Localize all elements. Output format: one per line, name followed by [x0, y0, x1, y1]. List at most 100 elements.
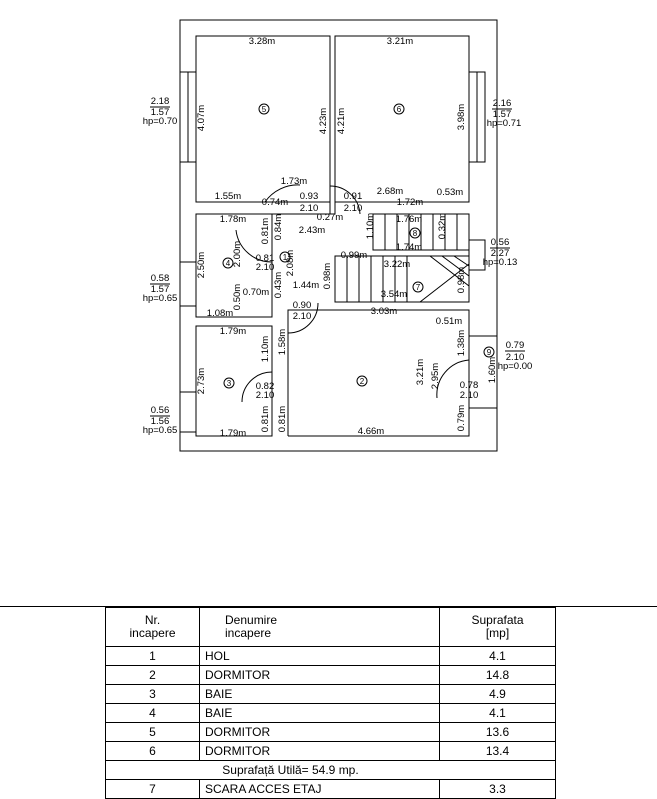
- svg-text:hp=0.70: hp=0.70: [143, 116, 178, 127]
- cell-area: 13.4: [439, 741, 556, 761]
- dim: 0.70m: [243, 287, 269, 298]
- dim: 2.50m: [196, 252, 207, 278]
- svg-text:0.56: 0.56: [491, 237, 510, 248]
- room-6-outline: [334, 35, 470, 203]
- dim: 2.10: [256, 390, 275, 401]
- dim: 0.81: [256, 253, 275, 264]
- cell-nr: 1: [105, 646, 200, 666]
- room-number-5: 5: [262, 105, 267, 114]
- dim: 1.78m: [220, 214, 246, 225]
- room-number-8: 8: [413, 229, 418, 238]
- room-number-4: 4: [226, 259, 231, 268]
- dim: 0.27m: [317, 212, 343, 223]
- dim: 0.50m: [232, 284, 243, 310]
- room-5-outline: [195, 35, 331, 203]
- table-row: 3 BAIE 4.9: [105, 684, 556, 704]
- header-name: Denumire incapere: [199, 607, 440, 647]
- dim: 3.21m: [387, 36, 413, 47]
- svg-text:0.58: 0.58: [151, 273, 170, 284]
- room-2-outline: [287, 309, 470, 437]
- dim: 0.99m: [341, 250, 367, 261]
- dim: 2.08m: [285, 250, 296, 276]
- header-nr: Nr. incapere: [105, 607, 200, 647]
- dim: 1.79m: [220, 428, 246, 439]
- window-label-4: 0.58 1.57 hp=0.65: [143, 273, 178, 304]
- page-divider: [0, 606, 657, 607]
- table-row: 4 BAIE 4.1: [105, 703, 556, 723]
- dim: 0.98m: [322, 263, 333, 289]
- dim: 0.90: [293, 300, 312, 311]
- cell-nr: 4: [105, 703, 200, 723]
- cell-nr: 6: [105, 741, 200, 761]
- dim: 1.44m: [293, 280, 319, 291]
- cell-name: BAIE: [199, 684, 440, 704]
- table-row: 6 DORMITOR 13.4: [105, 741, 556, 761]
- room-number-3: 3: [227, 379, 232, 388]
- dim: 3.21m: [415, 359, 426, 385]
- svg-text:hp=0.13: hp=0.13: [483, 257, 518, 268]
- table-row: 2 DORMITOR 14.8: [105, 665, 556, 685]
- svg-text:hp=0.65: hp=0.65: [143, 425, 178, 436]
- outer-wall: [179, 19, 498, 452]
- dim: 1.74m: [396, 242, 422, 253]
- cell-name: DORMITOR: [199, 665, 440, 685]
- cell-area: 3.3: [439, 779, 556, 799]
- cell-name: DORMITOR: [199, 741, 440, 761]
- cell-area: 4.1: [439, 646, 556, 666]
- dim: 4.23m: [318, 108, 329, 134]
- table-row-partial: 7 SCARA ACCES ETAJ 3.3: [105, 779, 556, 799]
- dim: 0.81m: [277, 406, 288, 432]
- dim: 2.68m: [377, 186, 403, 197]
- rooms-table: Nr. incapere Denumire incapere Suprafata…: [105, 607, 556, 799]
- cell-name: HOL: [199, 646, 440, 666]
- cell-nr: 3: [105, 684, 200, 704]
- cell-name: BAIE: [199, 703, 440, 723]
- dim: 2.00m: [232, 241, 243, 267]
- cell-name: SCARA ACCES ETAJ: [199, 779, 440, 799]
- dim: 1.38m: [456, 330, 467, 356]
- window-label-9: 0.79 2.10 hp=0.00: [498, 340, 533, 372]
- dim: 1.08m: [207, 308, 233, 319]
- table-header-row: Nr. incapere Denumire incapere Suprafata…: [105, 607, 556, 647]
- cell-area: 14.8: [439, 665, 556, 685]
- dim: 3.22m: [384, 259, 410, 270]
- dim: 3.28m: [249, 36, 275, 47]
- cell-name: DORMITOR: [199, 722, 440, 742]
- dim: 1.72m: [397, 197, 423, 208]
- window-label-3: 0.56 1.56 hp=0.65: [143, 405, 178, 436]
- dim: 1.79m: [220, 326, 246, 337]
- svg-text:1.57: 1.57: [493, 109, 512, 120]
- dim: 1.10m: [260, 336, 271, 362]
- svg-text:1.56: 1.56: [151, 416, 170, 427]
- dim: 1.73m: [281, 176, 307, 187]
- svg-text:hp=0.00: hp=0.00: [498, 361, 533, 372]
- dim: 0.74m: [262, 197, 288, 208]
- dim: 0.84m: [273, 214, 284, 240]
- dim: 0.43m: [273, 272, 284, 298]
- dim: 0.98m: [456, 267, 467, 293]
- dim: 2.10: [256, 262, 275, 273]
- dim: 4.21m: [336, 108, 347, 134]
- svg-text:0.56: 0.56: [151, 405, 170, 416]
- table-row: 1 HOL 4.1: [105, 646, 556, 666]
- dim: 4.66m: [358, 426, 384, 437]
- dim: 0.91: [344, 191, 363, 202]
- dim: 1.55m: [215, 191, 241, 202]
- room-number-1: 1: [283, 253, 288, 262]
- dim: 0.78: [460, 380, 479, 391]
- dim: 2.10: [293, 311, 312, 322]
- svg-text:1.57: 1.57: [151, 284, 170, 295]
- room-3-outline: [195, 325, 273, 437]
- dim: 1.58m: [277, 329, 288, 355]
- dim: 0.32m: [437, 213, 448, 239]
- dim: 1.76m: [396, 214, 422, 225]
- dim: 0.93: [300, 191, 319, 202]
- dim: 0.51m: [436, 316, 462, 327]
- svg-text:hp=0.65: hp=0.65: [143, 293, 178, 304]
- dim: 0.81m: [260, 218, 271, 244]
- dim: 3.98m: [456, 104, 467, 130]
- dim: 0.82: [256, 381, 275, 392]
- dim: 2.73m: [196, 368, 207, 394]
- dim: 2.10: [460, 390, 479, 401]
- usable-area-summary: Suprafață Utilă= 54.9 mp.: [105, 760, 556, 780]
